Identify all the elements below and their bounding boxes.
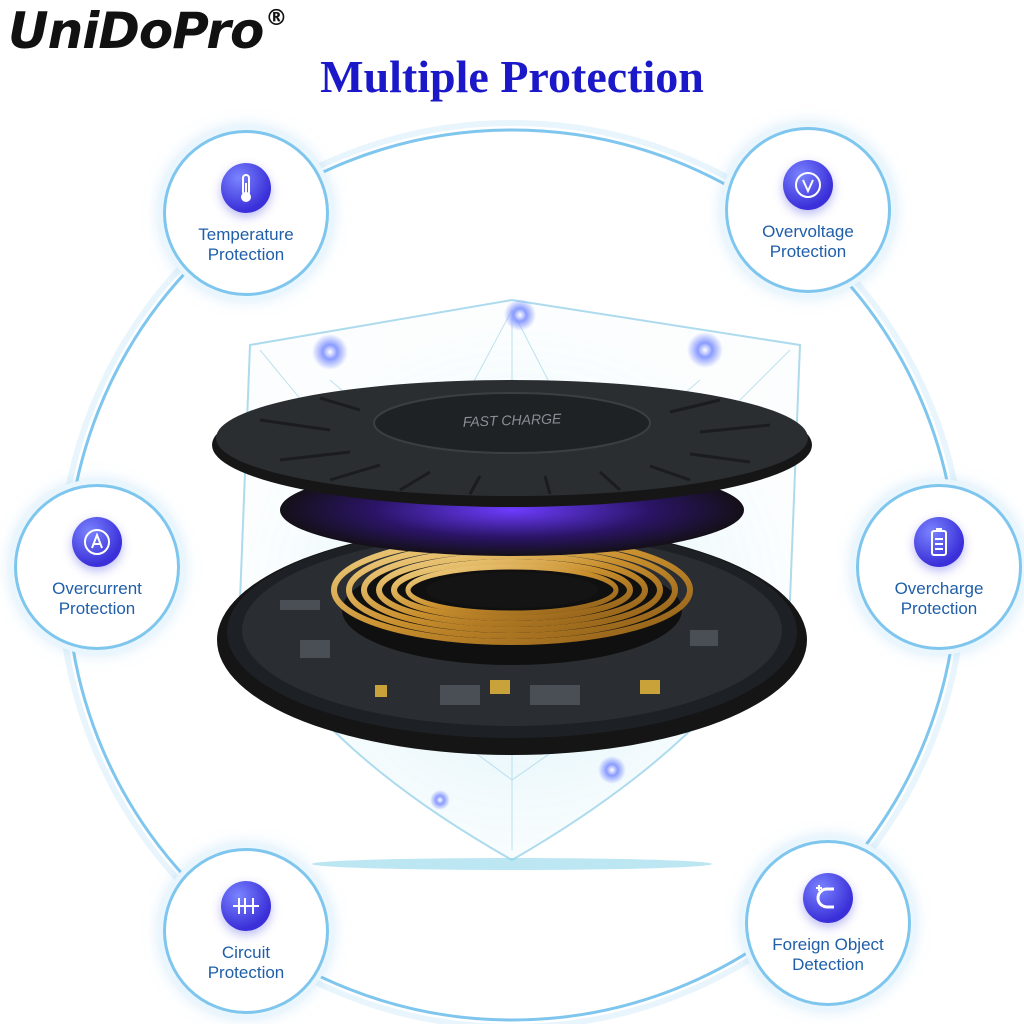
feature-label-line2: Protection [900, 599, 978, 618]
ampere-icon [72, 517, 122, 567]
magnet-icon [803, 873, 853, 923]
feature-label-line2: Protection [769, 242, 847, 261]
feature-label-line2: Protection [207, 245, 285, 264]
feature-label-line2: Detection [792, 955, 864, 974]
registered-mark: ® [265, 6, 287, 31]
feature-label-line1: Circuit [221, 943, 271, 962]
feature-label-line1: Overvoltage [762, 222, 854, 241]
page-title: Multiple Protection [320, 51, 704, 102]
brand-logo: UniDoPro® [8, 2, 287, 60]
thermometer-icon [221, 163, 271, 213]
voltage-icon [783, 160, 833, 210]
circuit-icon [221, 881, 271, 931]
feature-label-line1: Foreign Object [772, 935, 884, 954]
battery-icon [914, 517, 964, 567]
feature-label-line2: Protection [207, 963, 285, 982]
feature-label-line1: Overcharge [894, 579, 984, 598]
brand-name: UniDoPro [8, 2, 264, 60]
feature-label-line2: Protection [58, 599, 136, 618]
feature-label-line1: Temperature [198, 225, 294, 244]
feature-label-line1: Overcurrent [52, 579, 142, 598]
